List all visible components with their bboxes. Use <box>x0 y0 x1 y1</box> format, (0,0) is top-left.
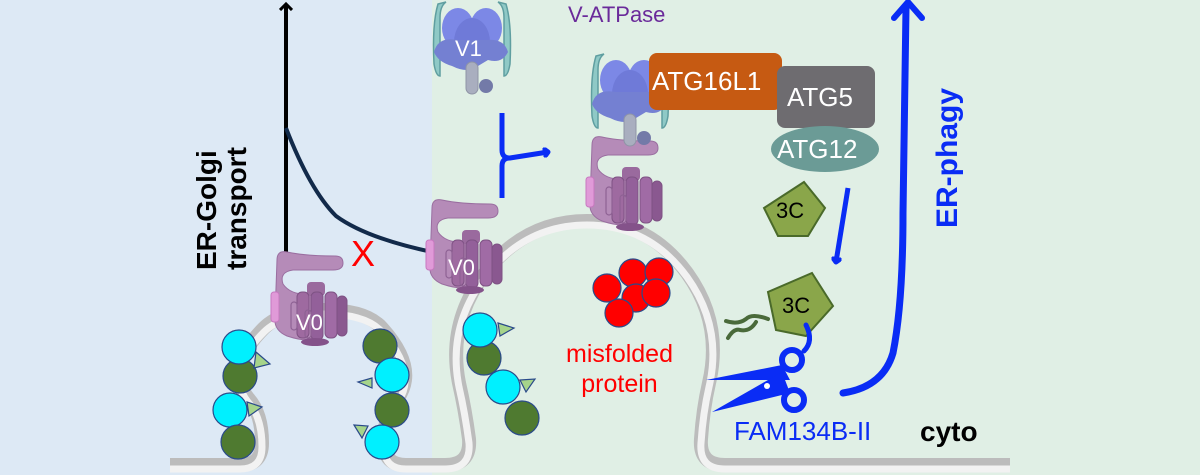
er-phagy-arrow <box>839 4 910 397</box>
er-golgi-label-line2: transport <box>221 147 252 270</box>
v1-label: V1 <box>455 36 482 61</box>
atg5-box <box>777 66 875 128</box>
atg16l1-box <box>649 53 782 110</box>
cyto-label: cyto <box>920 416 978 447</box>
er-golgi-label-line1: ER-Golgi <box>191 150 222 270</box>
transport-decline-curve <box>284 127 433 254</box>
atg12-oval <box>771 126 879 172</box>
atg12-label: ATG12 <box>777 134 858 164</box>
fam134b-label: FAM134B-II <box>734 416 872 446</box>
assembly-arrow-branch <box>499 155 511 198</box>
golgi-region-background <box>0 0 432 475</box>
v0-mid-label: V0 <box>448 255 475 280</box>
bead-chain-right <box>352 328 410 460</box>
protease-3c-bottom-label: 3C <box>782 293 811 318</box>
misfolded-label-line2: protein <box>581 370 658 398</box>
er-phagy-label: ER-phagy <box>931 87 964 228</box>
protease-3c-top-label: 3C <box>776 198 805 223</box>
misfolded-protein-cluster <box>592 257 674 328</box>
protease-3c-bottom <box>766 271 835 338</box>
blocked-x-mark: X <box>351 233 376 274</box>
cleaved-chain <box>724 314 770 340</box>
v0-left-label: V0 <box>296 310 323 335</box>
bead-chain-left <box>212 329 272 460</box>
misfolded-protein-label: misfolded protein <box>566 339 673 399</box>
atg5-label: ATG5 <box>787 82 853 112</box>
scissors-icon <box>706 322 812 413</box>
misfolded-label-line1: misfolded <box>566 340 673 368</box>
bead-chain-mid <box>462 312 540 436</box>
atg16l1-label: ATG16L1 <box>652 66 762 96</box>
v-atpase-label: V-ATPase <box>568 2 666 27</box>
protease-3c-top <box>762 180 827 237</box>
v0-complex-assembled <box>585 136 663 232</box>
er-golgi-transport-label: ER-Golgi transport <box>191 147 252 270</box>
atg-to-3c-arrow <box>836 187 851 262</box>
er-phagy-arrowhead <box>891 0 925 21</box>
